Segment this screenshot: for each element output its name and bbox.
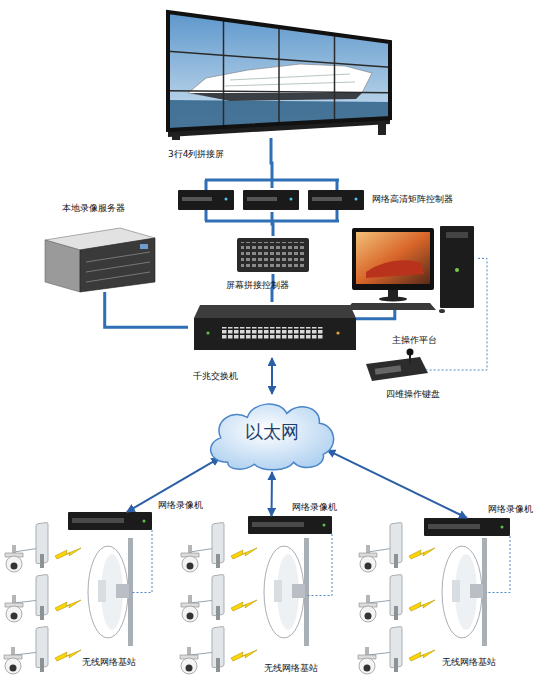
connection-line (356, 310, 395, 319)
network-arrow (271, 472, 273, 516)
ptz-keyboard: 四维操作键盘 (362, 352, 426, 382)
network-video-recorder: 网络录像机 (248, 516, 332, 534)
splicing-controller-art (237, 238, 309, 272)
connection-line (306, 534, 332, 596)
connection-line (105, 292, 188, 327)
video-wall: 3行4列拼接屏 (160, 10, 382, 138)
device-label: 网络高清矩阵控制器 (372, 195, 453, 204)
cloud-label: 以太网 (203, 423, 341, 441)
video-wall-art (168, 12, 390, 140)
network-arrow (127, 458, 220, 512)
device-label: 网络录像机 (292, 503, 337, 512)
joystick-keyboard-art (366, 349, 428, 382)
connection-line (486, 536, 510, 593)
ethernet-cloud: 以太网 (203, 394, 341, 472)
nvr-art (68, 512, 510, 536)
connection-line (426, 258, 487, 370)
server-art (45, 228, 155, 292)
connection-line (272, 212, 273, 236)
device-label: 本地录像服务器 (62, 204, 125, 213)
camera-group (4, 522, 133, 674)
device-label: 千兆交换机 (193, 372, 238, 381)
wireless-base-station: 无线网络基站 (262, 548, 306, 643)
network-video-recorder: 网络录像机 (424, 518, 510, 536)
operator-workstation: 主操作平台 (350, 224, 478, 310)
switch-art (194, 305, 356, 350)
splicing-controller: 屏幕拼接控制器 (235, 236, 311, 274)
device-label: 四维操作键盘 (386, 390, 440, 399)
recording-server: 本地录像服务器 (42, 226, 156, 292)
device-label: 无线网络基站 (264, 664, 318, 673)
camera-group (180, 522, 309, 674)
camera-group (358, 522, 487, 674)
device-label: 网络录像机 (158, 501, 203, 510)
device-label: 屏幕拼接控制器 (226, 281, 289, 290)
matrix-controller-art (178, 190, 364, 210)
matrix-controller: 网络高清矩阵控制器 (176, 188, 368, 212)
network-arrow (327, 450, 467, 518)
device-label: 主操作平台 (392, 336, 437, 345)
network-arrow (271, 358, 273, 394)
device-label: 网络录像机 (488, 505, 533, 514)
connection-line (271, 138, 272, 188)
network-video-recorder: 网络录像机 (68, 512, 152, 530)
wireless-base-station: 无线网络基站 (440, 545, 486, 640)
workstation-art (346, 226, 474, 313)
connection-line (132, 530, 152, 593)
device-label: 无线网络基站 (442, 658, 496, 667)
device-label: 3行4列拼接屏 (168, 150, 224, 159)
device-label: 无线网络基站 (82, 658, 136, 667)
wireless-base-station: 无线网络基站 (86, 545, 132, 640)
gigabit-switch: 千兆交换机 (188, 302, 356, 358)
